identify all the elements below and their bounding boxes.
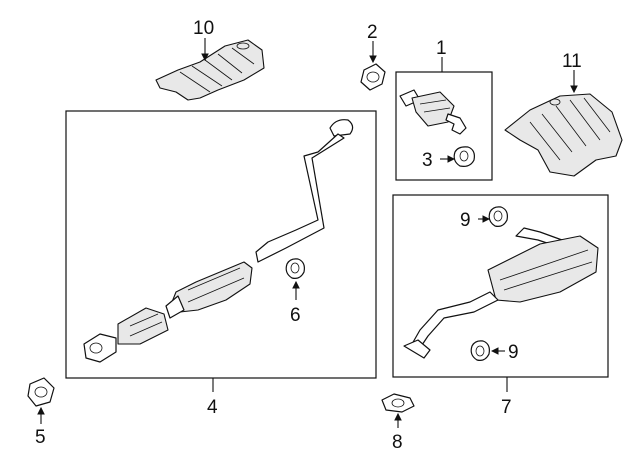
box-muffler-assembly <box>392 194 609 378</box>
callout-8: 8 <box>392 432 403 453</box>
callout-4: 4 <box>207 397 218 418</box>
box-converter-group <box>395 71 493 181</box>
hanger-bushing-9-upper-icon[interactable] <box>488 206 508 227</box>
hanger-bushing-6-icon[interactable] <box>285 258 305 279</box>
callout-1: 1 <box>436 38 447 59</box>
heat-shield-upper-icon[interactable] <box>155 39 265 101</box>
hanger-bushing-9-lower-icon[interactable] <box>470 340 490 361</box>
gasket-8-icon[interactable] <box>381 393 415 413</box>
box-front-pipe-assembly <box>65 110 377 379</box>
callout-9-upper: 9 <box>460 210 471 231</box>
gasket-5-icon[interactable] <box>27 377 55 407</box>
catalytic-converter-icon[interactable] <box>399 89 467 135</box>
callout-2: 2 <box>367 22 378 43</box>
heat-shield-lower-icon[interactable] <box>504 93 623 177</box>
callout-11: 11 <box>562 51 582 72</box>
callout-6: 6 <box>290 305 301 326</box>
muffler-assembly-icon[interactable] <box>403 227 599 359</box>
gasket-upper-icon[interactable] <box>360 63 386 91</box>
callout-7: 7 <box>501 397 512 418</box>
callout-3: 3 <box>422 150 433 171</box>
callout-10: 10 <box>193 18 214 39</box>
hanger-bushing-3-icon[interactable] <box>453 146 475 167</box>
callout-5: 5 <box>35 427 46 448</box>
front-pipe-assembly-icon[interactable] <box>83 119 354 363</box>
callout-9-lower: 9 <box>508 342 519 363</box>
